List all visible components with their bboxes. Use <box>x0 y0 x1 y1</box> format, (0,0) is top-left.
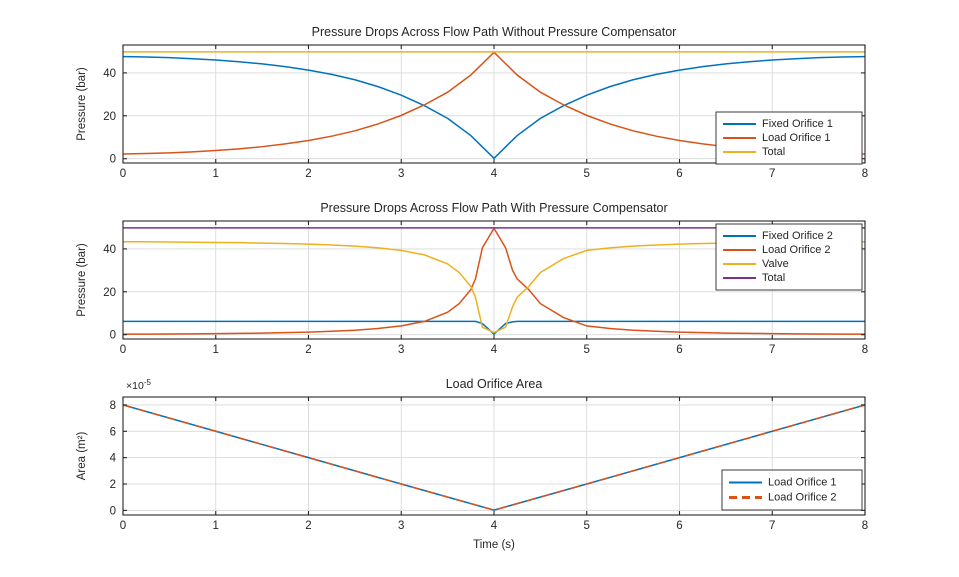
axis-exponent-label: ×10-5 <box>126 378 151 392</box>
xtick-label: 2 <box>305 344 311 356</box>
xtick-label: 4 <box>491 344 498 356</box>
subplot-title-2: Pressure Drops Across Flow Path With Pre… <box>320 201 667 215</box>
xtick-label: 1 <box>213 168 219 180</box>
xtick-label: 7 <box>769 168 775 180</box>
y-axis-label: Pressure (bar) <box>76 243 88 317</box>
y-axis-label: Area (m²) <box>76 432 88 481</box>
ytick-label: 0 <box>110 330 116 342</box>
xtick-label: 6 <box>676 520 682 532</box>
ytick-label: 40 <box>103 68 116 80</box>
xtick-label: 0 <box>120 344 126 356</box>
xtick-label: 1 <box>213 520 219 532</box>
xtick-label: 5 <box>584 520 590 532</box>
ytick-label: 4 <box>110 453 117 465</box>
curve-fixed-orifice-1 <box>123 55 865 160</box>
legend-3[interactable]: Load Orifice 1 Load Orifice 2 <box>721 469 863 511</box>
xtick-label: 6 <box>676 168 682 180</box>
ytick-label: 0 <box>110 154 116 166</box>
legend-label: Valve <box>762 258 789 270</box>
xtick-label: 6 <box>676 344 682 356</box>
ytick-label: 8 <box>110 400 116 412</box>
subplot-title-3: Load Orifice Area <box>446 377 543 391</box>
ytick-label: 6 <box>110 426 116 438</box>
legend-label: Load Orifice 2 <box>768 491 836 503</box>
xtick-label: 0 <box>120 520 126 532</box>
xtick-label: 3 <box>398 344 404 356</box>
subplot-1: Pressure Drops Across Flow Path Without … <box>76 25 868 180</box>
y-axis-label: Pressure (bar) <box>76 67 88 141</box>
ytick-label: 0 <box>110 505 116 517</box>
legend-label: Total <box>762 272 785 284</box>
xtick-label: 5 <box>584 344 590 356</box>
curves-group <box>123 404 865 511</box>
xtick-label: 8 <box>862 344 868 356</box>
subplot-title-1: Pressure Drops Across Flow Path Without … <box>312 25 677 39</box>
xtick-label: 3 <box>398 168 404 180</box>
legend-box <box>721 469 863 511</box>
ytick-label: 20 <box>103 111 116 123</box>
xtick-label: 4 <box>491 520 498 532</box>
xtick-label: 4 <box>491 168 498 180</box>
legend-label: Total <box>762 146 785 158</box>
xtick-label: 2 <box>305 168 311 180</box>
legend-label: Load Orifice 1 <box>768 476 836 488</box>
curve-fixed-orifice-2 <box>123 320 865 336</box>
xtick-label: 5 <box>584 168 590 180</box>
ytick-label: 40 <box>103 244 116 256</box>
subplot-2: Pressure Drops Across Flow Path With Pre… <box>76 201 868 356</box>
legend-label: Fixed Orifice 1 <box>762 118 833 130</box>
xtick-label: 8 <box>862 168 868 180</box>
xtick-label: 7 <box>769 520 775 532</box>
x-axis-label: Time (s) <box>473 539 515 551</box>
ytick-label: 20 <box>103 287 116 299</box>
xtick-label: 8 <box>862 520 868 532</box>
legend-label: Fixed Orifice 2 <box>762 230 833 242</box>
legend-label: Load Orifice 1 <box>762 132 830 144</box>
legend-label: Load Orifice 2 <box>762 244 830 256</box>
xtick-label: 7 <box>769 344 775 356</box>
xtick-label: 2 <box>305 520 311 532</box>
xtick-label: 1 <box>213 344 219 356</box>
xtick-label: 3 <box>398 520 404 532</box>
legend-1[interactable]: Fixed Orifice 1 Load Orifice 1 Total <box>715 111 863 165</box>
legend-box <box>715 223 863 291</box>
curve-load-orifice-2 <box>123 404 865 511</box>
xtick-label: 0 <box>120 168 126 180</box>
ytick-label: 2 <box>110 479 116 491</box>
